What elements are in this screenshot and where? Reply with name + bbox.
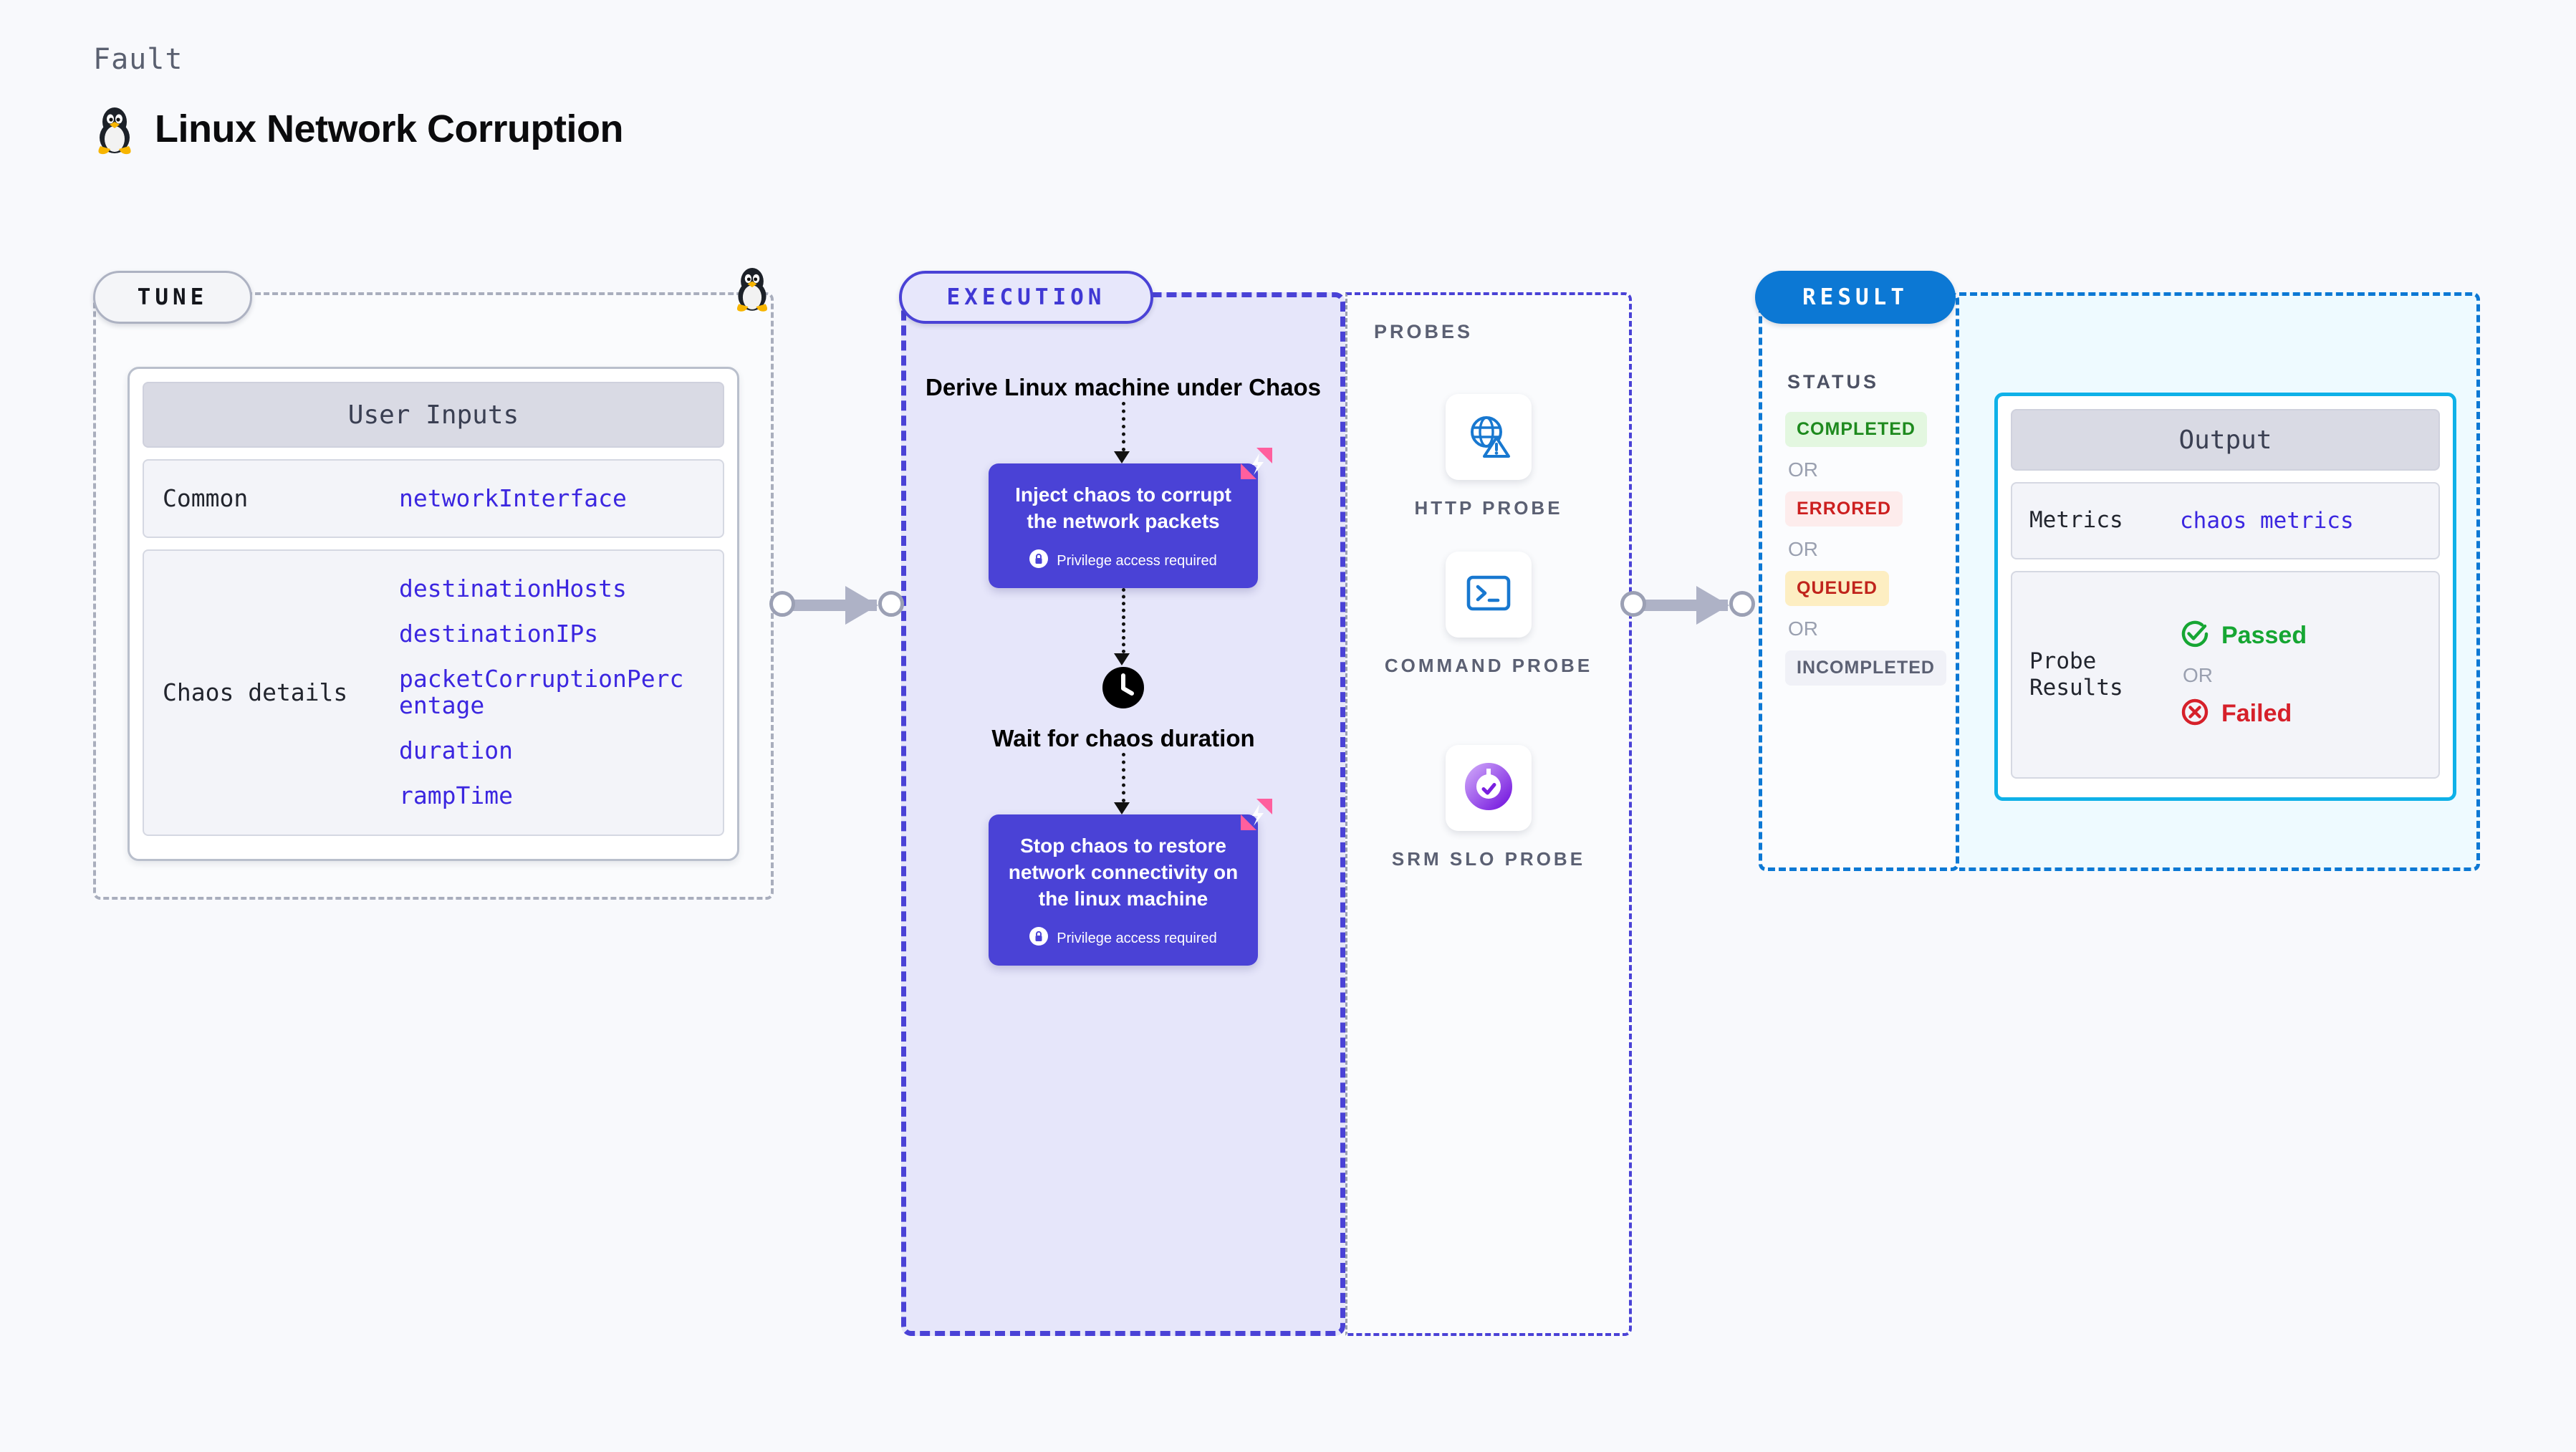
probe-name: SRM SLO PROBE <box>1391 848 1586 870</box>
probe-tile <box>1446 394 1532 480</box>
input-row-common: Common networkInterface <box>143 459 724 538</box>
execution-step-card[interactable]: Stop chaos to restore network connectivi… <box>989 799 1272 966</box>
privilege-text: Privilege access required <box>1057 552 1217 569</box>
connector-node-start <box>769 591 795 617</box>
flow-arrow <box>1114 753 1130 815</box>
probe-result-failed: Failed <box>2180 697 2307 731</box>
fault-title-row: Linux Network Corruption <box>93 103 623 155</box>
status-badge-incompleted: INCOMPLETED <box>1785 650 1946 686</box>
lock-icon <box>1029 927 1049 950</box>
input-value[interactable]: destinationIPs <box>399 620 599 648</box>
stage-pill-tune[interactable]: TUNE <box>93 271 252 324</box>
probe-tile <box>1446 745 1532 831</box>
fault-kind-label: Fault <box>93 43 183 76</box>
or-separator: OR <box>1788 538 1818 560</box>
x-circle-icon <box>2180 697 2210 731</box>
stage-pill-result[interactable]: RESULT <box>1755 271 1956 324</box>
privilege-badge: Privilege access required <box>1029 549 1217 572</box>
harness-logo-icon <box>1238 445 1275 486</box>
probe-name: COMMAND PROBE <box>1384 655 1593 676</box>
arrow-head <box>845 586 878 625</box>
output-card: Output Metrics chaos metrics Probe Resul… <box>1994 393 2456 801</box>
connector-node-start <box>1620 591 1646 617</box>
probes-section-label: PROBES <box>1374 321 1474 342</box>
probe-item-srm-slo[interactable]: SRM SLO PROBE <box>1345 745 1632 872</box>
input-value[interactable]: packetCorruptionPercentage <box>399 665 684 719</box>
lock-icon <box>1029 549 1049 572</box>
page-title: Linux Network Corruption <box>155 107 623 150</box>
linux-tux-icon <box>93 103 136 155</box>
execution-step-card[interactable]: Inject chaos to corrupt the network pack… <box>989 448 1272 589</box>
input-row-values: destinationHosts destinationIPs packetCo… <box>399 574 693 809</box>
output-row-label: Probe Results <box>2029 648 2123 701</box>
user-inputs-card: User Inputs Common networkInterface Chao… <box>128 367 739 861</box>
input-row-label: Chaos details <box>163 678 348 707</box>
or-separator: OR <box>2183 664 2213 686</box>
probe-result-passed: Passed <box>2180 619 2307 653</box>
flow-arrow <box>1114 588 1130 666</box>
arrow-head <box>1696 586 1729 625</box>
wait-node: Wait for chaos duration <box>991 665 1255 753</box>
privilege-badge: Privilege access required <box>1029 927 1217 950</box>
connector-node-end <box>1729 591 1755 617</box>
probe-result-values: Passed OR Failed <box>2180 619 2307 731</box>
output-row-label: Metrics <box>2029 507 2123 534</box>
user-inputs-title: User Inputs <box>143 382 724 448</box>
status-badge-queued: QUEUED <box>1785 571 1889 606</box>
status-badge-completed: COMPLETED <box>1785 412 1927 447</box>
probe-item-http[interactable]: HTTP PROBE <box>1345 394 1632 521</box>
harness-logo-icon <box>1238 796 1275 837</box>
input-row-values: networkInterface <box>399 484 627 512</box>
globe-warning-icon <box>1465 412 1512 463</box>
connector-node-end <box>878 591 904 617</box>
or-separator: OR <box>1788 458 1818 481</box>
terminal-icon <box>1465 572 1512 617</box>
linux-tux-icon <box>732 264 772 316</box>
privilege-text: Privilege access required <box>1057 930 1217 946</box>
clock-icon <box>1101 665 1145 713</box>
failed-label: Failed <box>2221 700 2292 727</box>
check-circle-icon <box>2180 619 2210 653</box>
output-row-metrics: Metrics chaos metrics <box>2011 482 2440 559</box>
output-title: Output <box>2011 409 2440 471</box>
status-list: COMPLETED OR ERRORED OR QUEUED OR INCOMP… <box>1785 412 1946 686</box>
stage-pill-execution[interactable]: EXECUTION <box>899 271 1153 324</box>
execution-flow: Derive Linux machine under Chaos Inject … <box>901 372 1345 966</box>
slo-donut-check-icon <box>1465 762 1512 814</box>
output-row-probe-results: Probe Results Passed OR <box>2011 571 2440 779</box>
probe-item-command[interactable]: COMMAND PROBE <box>1345 552 1632 678</box>
wait-label: Wait for chaos duration <box>991 725 1255 752</box>
or-separator: OR <box>1788 617 1818 640</box>
input-row-label: Common <box>163 484 249 513</box>
flow-start-label: Derive Linux machine under Chaos <box>926 374 1321 400</box>
status-badge-errored: ERRORED <box>1785 491 1903 527</box>
input-row-chaos-details: Chaos details destinationHosts destinati… <box>143 549 724 836</box>
input-value[interactable]: destinationHosts <box>399 574 627 603</box>
input-value[interactable]: duration <box>399 736 513 764</box>
connector-tune-to-execution <box>769 586 910 625</box>
probe-tile <box>1446 552 1532 638</box>
connector-probes-to-result <box>1620 586 1761 625</box>
step-text: Inject chaos to corrupt the network pack… <box>1015 484 1231 533</box>
output-row-value[interactable]: chaos metrics <box>2180 508 2354 534</box>
input-value[interactable]: rampTime <box>399 781 513 809</box>
passed-label: Passed <box>2221 622 2307 649</box>
flow-arrow <box>1114 402 1130 464</box>
page-header: Fault Linux Network Corruption <box>93 43 623 155</box>
probe-name: HTTP PROBE <box>1414 497 1563 519</box>
input-value[interactable]: networkInterface <box>399 484 627 512</box>
step-text: Stop chaos to restore network connectivi… <box>1008 835 1239 910</box>
status-section-label: STATUS <box>1787 371 1879 393</box>
